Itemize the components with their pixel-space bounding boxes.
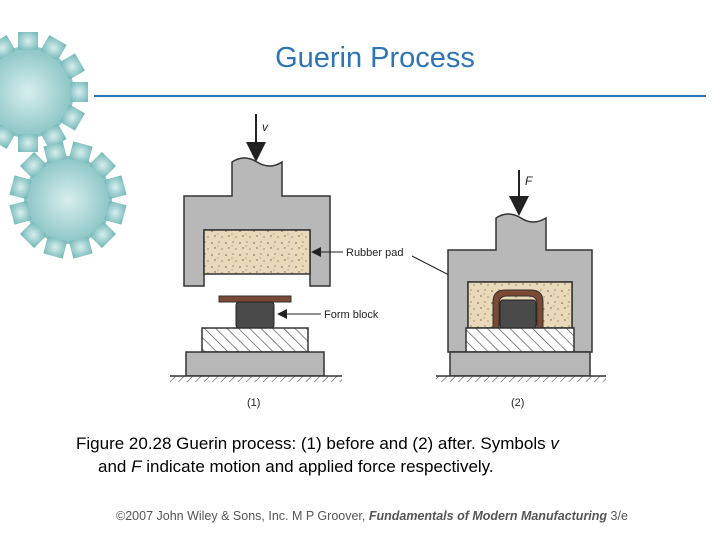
footer-edition: 3/e — [607, 509, 628, 523]
caption-symbol-v: v — [550, 434, 559, 453]
stage1-form-block — [235, 301, 275, 329]
gear-icon — [9, 141, 127, 259]
caption-text-2: and — [98, 457, 132, 476]
stage1-blank — [218, 295, 292, 303]
caption-text-1: Figure 20.28 Guerin process: (1) before … — [76, 434, 551, 453]
stage2-label: (2) — [511, 397, 524, 409]
stage2-base — [449, 351, 591, 377]
stage2-press: F (2) — [436, 170, 606, 409]
stage1-hatched-plate — [201, 327, 309, 353]
form-block-label: Form block — [324, 309, 379, 321]
stage1-rubber-pad — [203, 229, 311, 275]
footer-copyright: ©2007 John Wiley & Sons, Inc. M P Groove… — [116, 509, 369, 523]
slide-footer: ©2007 John Wiley & Sons, Inc. M P Groove… — [116, 509, 628, 523]
caption-symbol-f: F — [131, 457, 142, 476]
figure-caption: Figure 20.28 Guerin process: (1) before … — [76, 432, 686, 478]
slide-title: Guerin Process — [275, 42, 475, 74]
decorative-gears — [0, 32, 127, 259]
stage1-press: v (1) — [170, 114, 342, 409]
force-label: F — [525, 174, 533, 188]
caption-line-2: and F indicate motion and applied force … — [76, 455, 686, 478]
rubber-pad-label: Rubber pad — [346, 247, 404, 259]
caption-text-3: indicate motion and applied force respec… — [141, 457, 494, 476]
stage1-ground — [170, 376, 342, 382]
stage1-base — [185, 351, 325, 377]
stage2-hatched-plate — [465, 327, 575, 353]
stage2-ground — [436, 376, 606, 382]
stage1-label: (1) — [247, 397, 260, 409]
gear-icon — [0, 32, 88, 152]
velocity-label: v — [262, 120, 269, 134]
stage2-form-block — [499, 299, 537, 329]
footer-book-title: Fundamentals of Modern Manufacturing — [368, 509, 608, 523]
title-divider — [94, 95, 706, 97]
guerin-process-diagram: v (1) Rubber pad Form block F — [170, 114, 606, 409]
